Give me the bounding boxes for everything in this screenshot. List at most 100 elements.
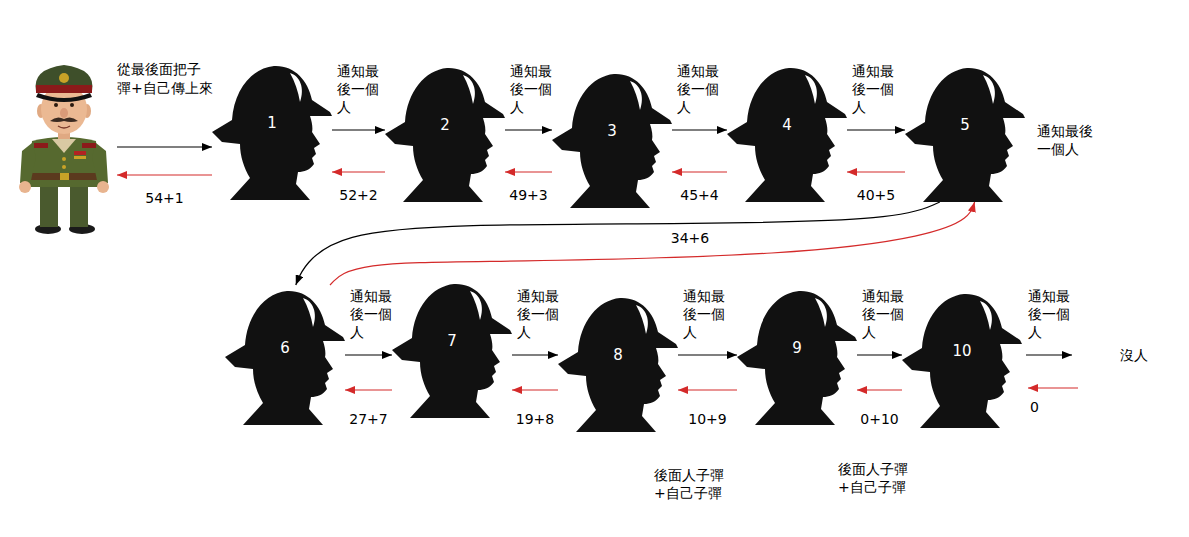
silhouette-shape	[225, 291, 345, 425]
notify-note: 通知最後一個人	[348, 287, 394, 342]
helmet-crest	[636, 305, 648, 334]
illustration-part	[74, 156, 86, 159]
notify-note: 通知最後一個人	[508, 62, 554, 117]
firefighter-head: 6	[225, 285, 345, 425]
illustration-part	[82, 143, 96, 148]
notify-note: 通知最後一個人	[681, 287, 727, 342]
illustration-part	[52, 139, 76, 153]
general-illustration	[12, 55, 117, 235]
illustration-part	[40, 183, 58, 227]
notify-arrow	[505, 129, 552, 130]
firefighter-head: 1	[212, 60, 332, 200]
bullet-count: 0	[1028, 398, 1041, 416]
firefighter-head: 4	[727, 62, 847, 202]
firefighter-head: 7	[392, 278, 512, 418]
illustration-part	[58, 126, 70, 128]
bullet-count: 0+10	[858, 410, 900, 428]
silhouette-shape	[737, 291, 857, 425]
notify-note: 通知最後一個人	[850, 62, 896, 117]
arrow-part	[1026, 354, 1072, 355]
return-arrow	[678, 389, 737, 390]
firefighter-head: 9	[737, 285, 857, 425]
silhouette-shape	[552, 74, 672, 208]
person-number: 1	[267, 116, 277, 131]
firefighter-head: 2	[385, 62, 505, 202]
bullet-count: 49+3	[507, 186, 549, 204]
illustration-part	[36, 85, 92, 93]
illustration-part	[60, 108, 68, 118]
end-arrows	[1026, 355, 1078, 388]
return-arrow	[847, 171, 905, 172]
person-number: 10	[952, 344, 971, 359]
notify-note: 通知最後一個人	[515, 287, 561, 342]
illustration-part	[34, 143, 48, 148]
notify-arrow	[296, 202, 940, 285]
person-number: 3	[607, 124, 617, 139]
silhouette-shape	[902, 294, 1022, 428]
person-number: 2	[440, 118, 450, 133]
illustration-part	[70, 103, 74, 107]
silhouette-shape	[558, 298, 678, 432]
illustration-part	[59, 73, 69, 83]
illustration-part	[62, 165, 66, 169]
illustration-part	[74, 151, 86, 155]
helmet-crest	[630, 81, 642, 110]
rule-note: 後面人子彈+自己子彈	[836, 460, 912, 496]
notify-arrow	[512, 354, 558, 355]
notify-arrow	[332, 129, 385, 130]
illustration-part	[62, 157, 66, 161]
return-arrow	[117, 174, 212, 175]
firefighter-head: 3	[552, 68, 672, 208]
illustration-part	[54, 103, 58, 107]
person-number: 5	[960, 118, 970, 133]
helmet-crest	[290, 73, 302, 102]
person-number: 9	[792, 341, 802, 356]
return-arrow	[512, 389, 558, 390]
helmet-crest	[805, 75, 817, 104]
illustration-part	[20, 143, 36, 185]
return-arrow	[332, 171, 385, 172]
notify-arrow	[117, 146, 212, 147]
notify-arrow	[672, 129, 727, 130]
notify-arrow	[847, 129, 905, 130]
silhouette-shape	[212, 66, 332, 200]
notify-arrow	[678, 354, 737, 355]
bullet-count: 34+6	[669, 229, 711, 247]
firefighter-head: 10	[902, 288, 1022, 428]
notify-note: 通知最後一個人	[860, 287, 906, 342]
firefighter-head: 8	[558, 292, 678, 432]
notify-note: 通知最後一個人	[1026, 287, 1072, 342]
notify-arrow	[345, 354, 392, 355]
silhouette-shape	[385, 68, 505, 202]
bullet-count: 54+1	[143, 189, 185, 207]
bullet-count: 19+8	[514, 410, 556, 428]
nobody-note: 沒人	[1118, 346, 1150, 364]
notify-note: 通知最後一個人	[675, 62, 721, 117]
helmet-crest	[980, 301, 992, 330]
instruction-note: 從最後面把子彈+自己傳上來	[117, 60, 213, 98]
notify-note: 通知最後一個人	[1035, 122, 1095, 158]
helmet-crest	[983, 75, 995, 104]
helmet-crest	[463, 75, 475, 104]
helmet-crest	[815, 298, 827, 327]
bullet-count: 45+4	[678, 186, 720, 204]
illustration-part	[19, 181, 31, 193]
silhouette-shape	[905, 68, 1025, 202]
firefighter-head: 5	[905, 62, 1025, 202]
helmet-crest	[470, 291, 482, 320]
return-arrow	[345, 389, 392, 390]
notify-note: 通知最後一個人	[335, 62, 381, 117]
bullet-count: 52+2	[337, 186, 379, 204]
rule-note: 後面人子彈+自己子彈	[652, 466, 728, 502]
person-number: 7	[447, 334, 457, 349]
silhouette-shape	[727, 68, 847, 202]
return-arrow	[330, 202, 975, 285]
bullet-count: 10+9	[686, 410, 728, 428]
illustration-part	[28, 137, 100, 187]
illustration-part	[70, 183, 88, 227]
notify-arrow	[857, 354, 902, 355]
bullet-count: 27+7	[347, 410, 389, 428]
